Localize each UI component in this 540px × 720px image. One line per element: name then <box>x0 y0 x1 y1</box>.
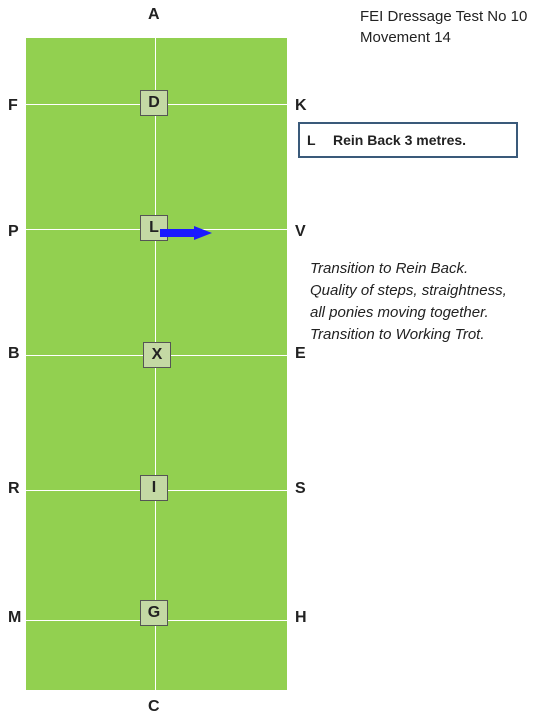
letter-left-p: P <box>8 223 19 240</box>
marker-i: I <box>140 475 168 501</box>
marker-g: G <box>140 600 168 626</box>
test-title: FEI Dressage Test No 10 Movement 14 <box>360 6 527 48</box>
direction-arrow-icon <box>160 226 212 240</box>
letter-right-h: H <box>295 609 307 626</box>
letter-right-v: V <box>295 223 306 240</box>
letter-right-k: K <box>295 97 307 114</box>
description-line: Transition to Rein Back. <box>310 260 469 277</box>
description-line: Quality of steps, straightness, <box>310 282 507 299</box>
letter-bottom: C <box>148 698 160 715</box>
marker-x: X <box>143 342 171 368</box>
movement-text: Rein Back 3 metres. <box>333 132 467 148</box>
title-line-2: Movement 14 <box>360 29 451 46</box>
movement-description: Transition to Rein Back. Quality of step… <box>310 258 538 346</box>
marker-d: D <box>140 90 168 116</box>
description-line: all ponies moving together. <box>310 304 489 321</box>
letter-top: A <box>148 6 160 23</box>
movement-code: L <box>307 132 316 148</box>
letter-left-b: B <box>8 345 20 362</box>
letter-left-m: M <box>8 609 22 626</box>
letter-right-e: E <box>295 345 306 362</box>
title-line-1: FEI Dressage Test No 10 <box>360 8 528 25</box>
letter-left-r: R <box>8 480 20 497</box>
letter-left-f: F <box>8 97 18 114</box>
letter-right-s: S <box>295 480 306 497</box>
movement-box: L Rein Back 3 metres. <box>298 122 518 158</box>
description-line: Transition to Working Trot. <box>310 326 485 343</box>
